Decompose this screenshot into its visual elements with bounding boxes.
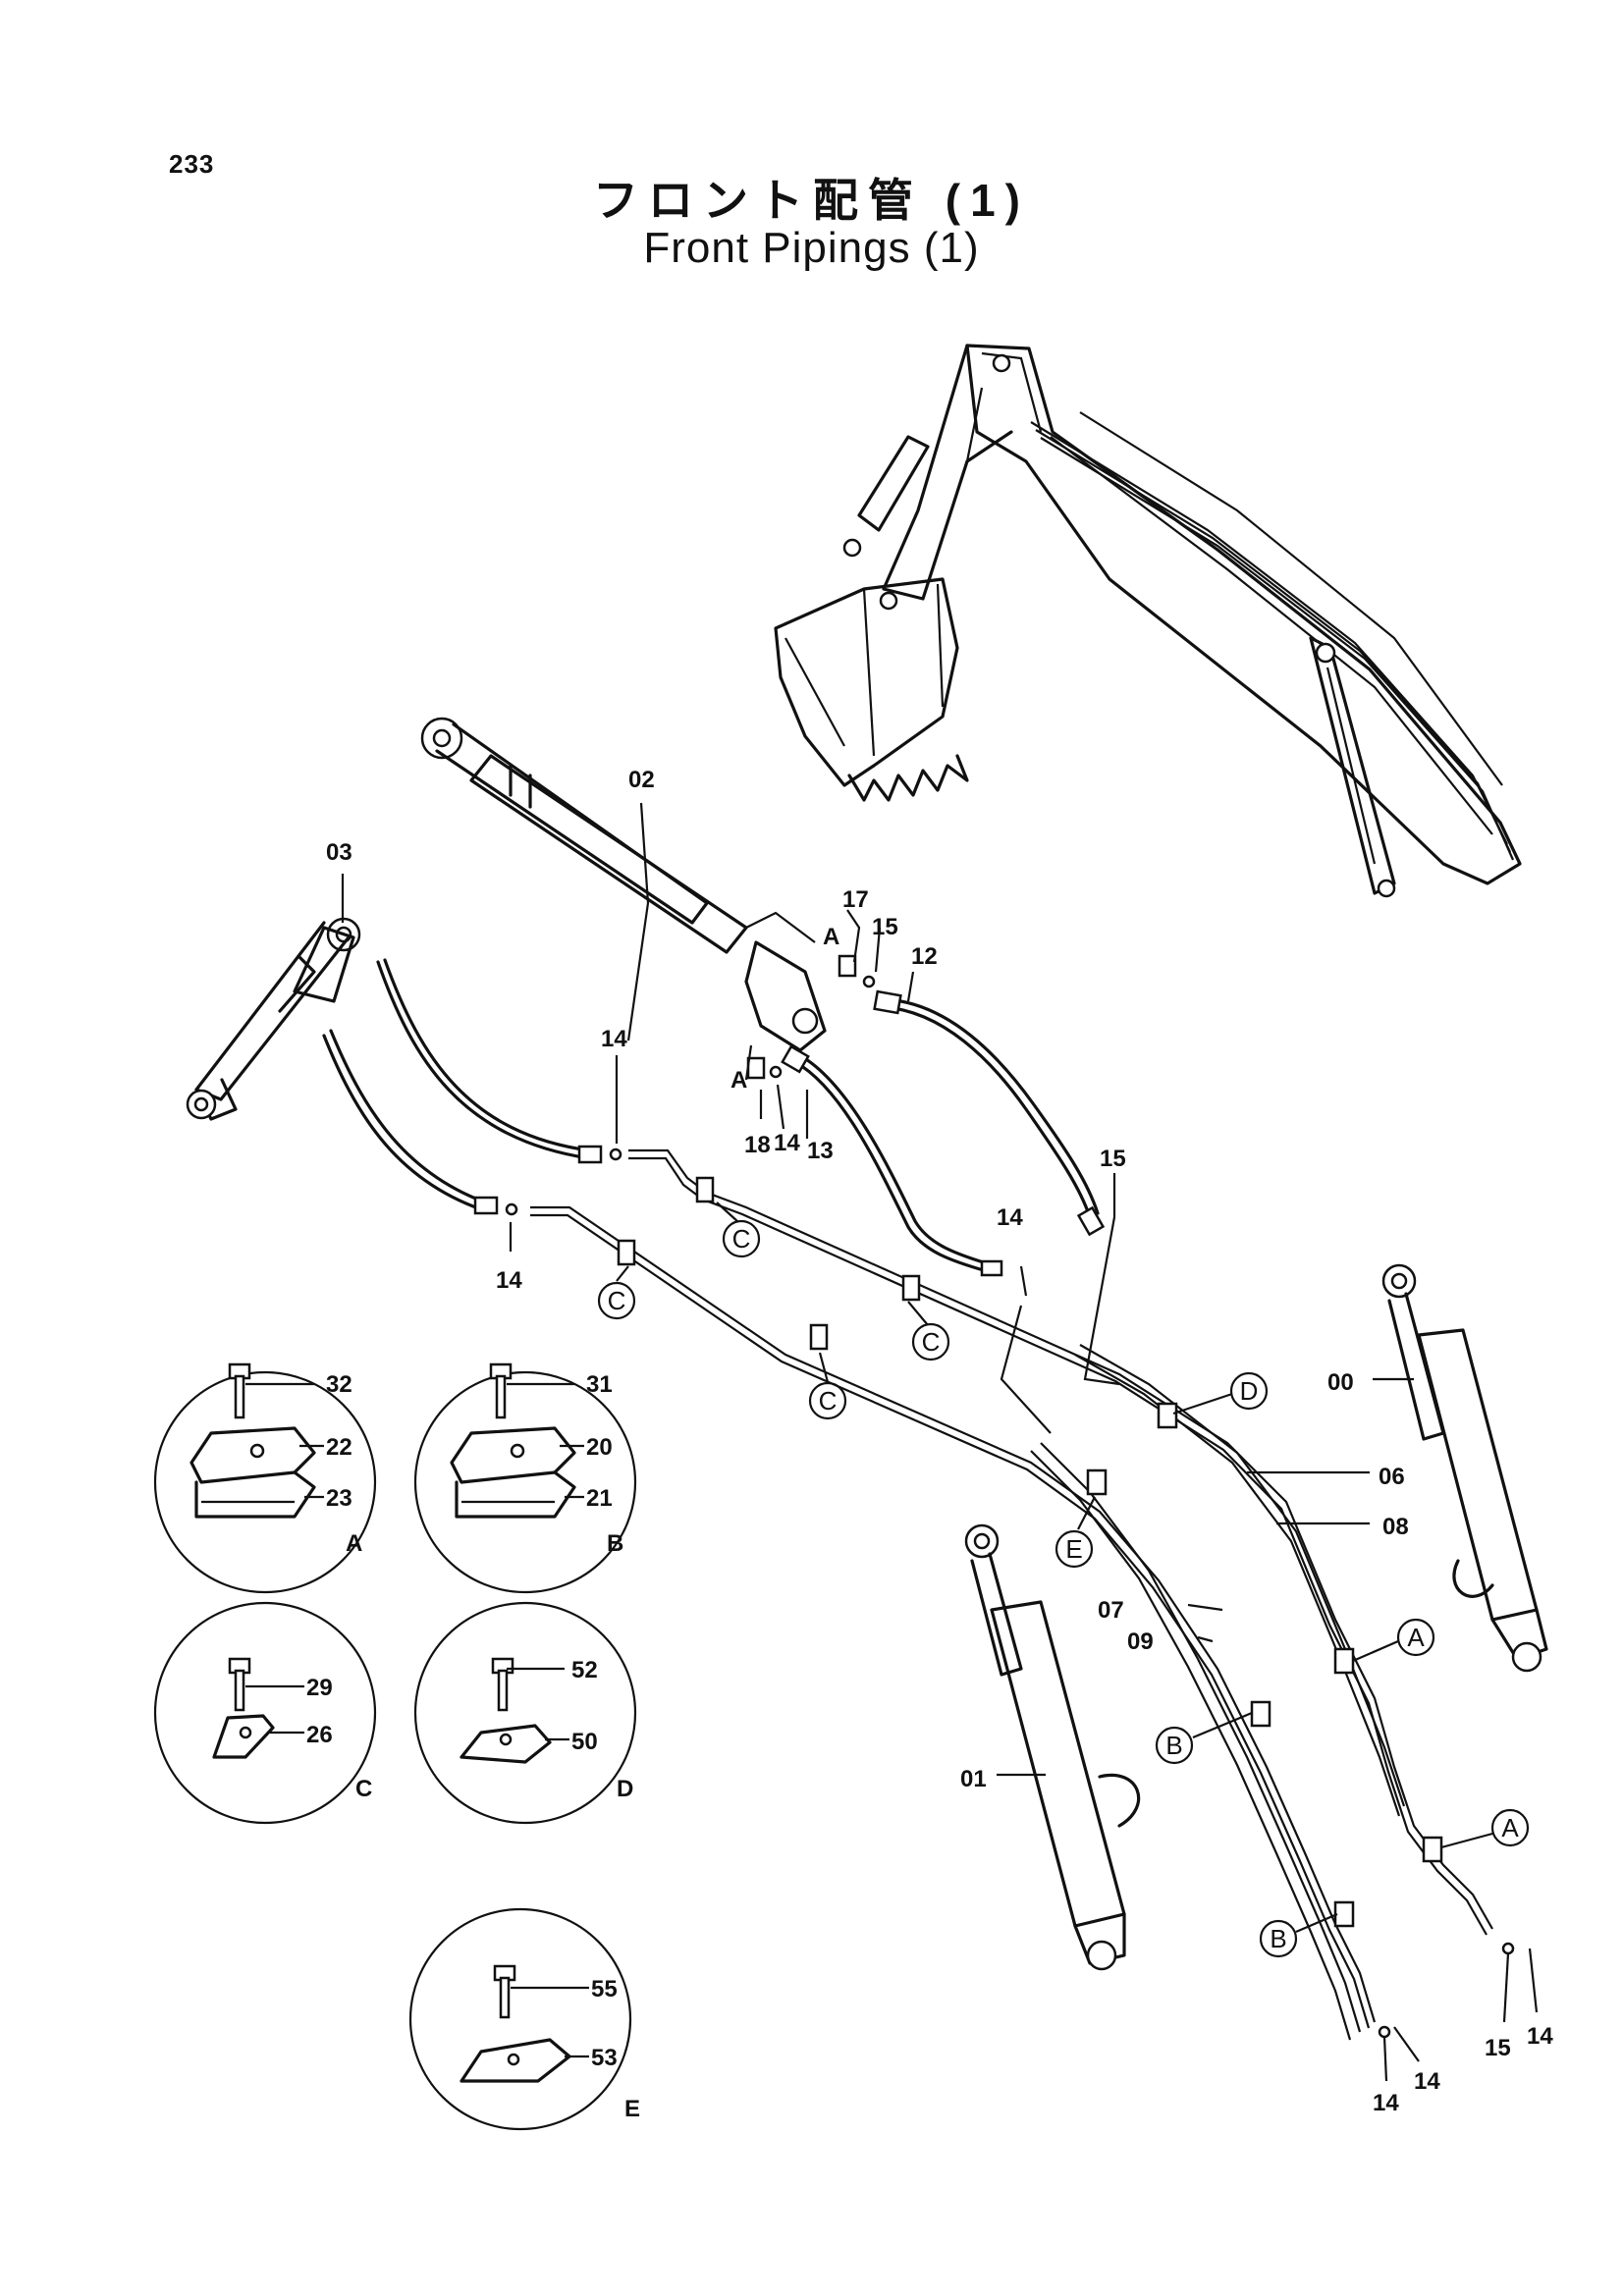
detail-c: 29 26 C: [153, 1601, 377, 1825]
svg-text:A: A: [1501, 1813, 1519, 1842]
callout-03: 03: [326, 839, 352, 866]
detail-c-part-2: 26: [306, 1722, 333, 1748]
clamp-marker-a-2: A: [1440, 1808, 1530, 1849]
callout-14g: 14: [1414, 2068, 1440, 2095]
callout-08: 08: [1382, 1514, 1409, 1540]
callout-14e: 14: [1527, 2023, 1553, 2050]
detail-b-part-1: 31: [586, 1371, 613, 1398]
clamp-marker-b-2: B: [1259, 1912, 1338, 1958]
detail-e-part-2: 53: [591, 2045, 618, 2071]
detail-a-part-2: 22: [326, 1434, 352, 1461]
svg-text:B: B: [1270, 1924, 1286, 1953]
detail-a-letter: A: [346, 1530, 362, 1557]
callout-09: 09: [1127, 1629, 1154, 1655]
callout-14c: 14: [774, 1130, 800, 1156]
callout-14a: 14: [601, 1026, 627, 1052]
pipes: [530, 1148, 1493, 2041]
excavator-front-illustration: [774, 344, 1522, 898]
callout-15b: 15: [1100, 1146, 1126, 1172]
boom-cylinder-right: [1381, 1263, 1548, 1673]
callout-14b: 14: [496, 1267, 522, 1294]
callout-15a: 15: [872, 914, 898, 940]
clamp-marker-a-1: A: [1352, 1618, 1435, 1663]
detail-d-part-2: 50: [571, 1729, 598, 1755]
page-number: 233: [169, 149, 215, 179]
callout-17: 17: [842, 886, 869, 913]
detail-c-letter: C: [355, 1776, 372, 1802]
clamp-marker-c-1: C: [597, 1265, 636, 1320]
callout-detail-a-1: A: [823, 924, 839, 950]
callout-12: 12: [911, 943, 938, 970]
detail-a-part-3: 23: [326, 1485, 352, 1512]
clamp-marker-b-1: B: [1155, 1711, 1253, 1765]
callout-13: 13: [807, 1138, 834, 1164]
callout-07: 07: [1098, 1597, 1124, 1624]
callout-01: 01: [960, 1766, 987, 1792]
callout-detail-a-2: A: [730, 1067, 747, 1094]
callout-18: 18: [744, 1132, 771, 1158]
clamp-markers: C C C C D E A: [597, 1201, 1530, 1958]
svg-text:C: C: [922, 1327, 941, 1357]
page-title-japanese: フロント配管 (1): [593, 175, 1030, 226]
detail-b-part-2: 20: [586, 1434, 613, 1461]
fittings: [505, 954, 1515, 2039]
svg-text:D: D: [1240, 1376, 1259, 1406]
callout-14d: 14: [997, 1204, 1023, 1231]
detail-a: 32 22 23 A: [153, 1362, 377, 1594]
detail-c-part-1: 29: [306, 1675, 333, 1701]
detail-b-part-3: 21: [586, 1485, 613, 1512]
detail-e-letter: E: [624, 2096, 640, 2122]
svg-text:A: A: [1407, 1623, 1425, 1652]
clamp-marker-c-2: C: [716, 1201, 761, 1258]
detail-e: 55 53 E: [408, 1907, 640, 2131]
hoses: [322, 958, 1106, 1277]
clamp-marker-c-4: C: [808, 1352, 847, 1420]
detail-a-part-1: 32: [326, 1371, 352, 1398]
callout-15c: 15: [1485, 2035, 1511, 2061]
callout-00: 00: [1327, 1369, 1354, 1396]
detail-b: 31 20 21 B: [413, 1362, 637, 1594]
detail-d-part-1: 52: [571, 1657, 598, 1683]
svg-text:C: C: [608, 1286, 626, 1315]
callout-06: 06: [1379, 1464, 1405, 1490]
callout-02: 02: [628, 767, 655, 793]
detail-e-part-1: 55: [591, 1976, 618, 2002]
svg-text:B: B: [1165, 1731, 1182, 1760]
page-title-english: Front Pipings (1): [643, 224, 980, 272]
clamp-marker-d-1: D: [1172, 1371, 1269, 1415]
clamp-marker-c-3: C: [907, 1301, 950, 1362]
callout-labels: 00 01 02 03 06 07 08 09 12 13 14 14 14 1…: [326, 767, 1553, 2116]
detail-d: 52 50 D: [413, 1601, 637, 1825]
detail-d-letter: D: [617, 1776, 633, 1802]
detail-b-letter: B: [607, 1530, 623, 1557]
svg-text:E: E: [1065, 1534, 1082, 1564]
boom-cylinder-center: [964, 1523, 1141, 1971]
svg-text:C: C: [819, 1386, 838, 1415]
arm-cylinder: [420, 717, 827, 1052]
leader-lines: [341, 802, 1539, 2082]
clamp-marker-e-1: E: [1055, 1496, 1096, 1569]
bucket-cylinder: [186, 917, 361, 1121]
svg-text:C: C: [732, 1224, 751, 1254]
callout-14f: 14: [1373, 2090, 1399, 2116]
